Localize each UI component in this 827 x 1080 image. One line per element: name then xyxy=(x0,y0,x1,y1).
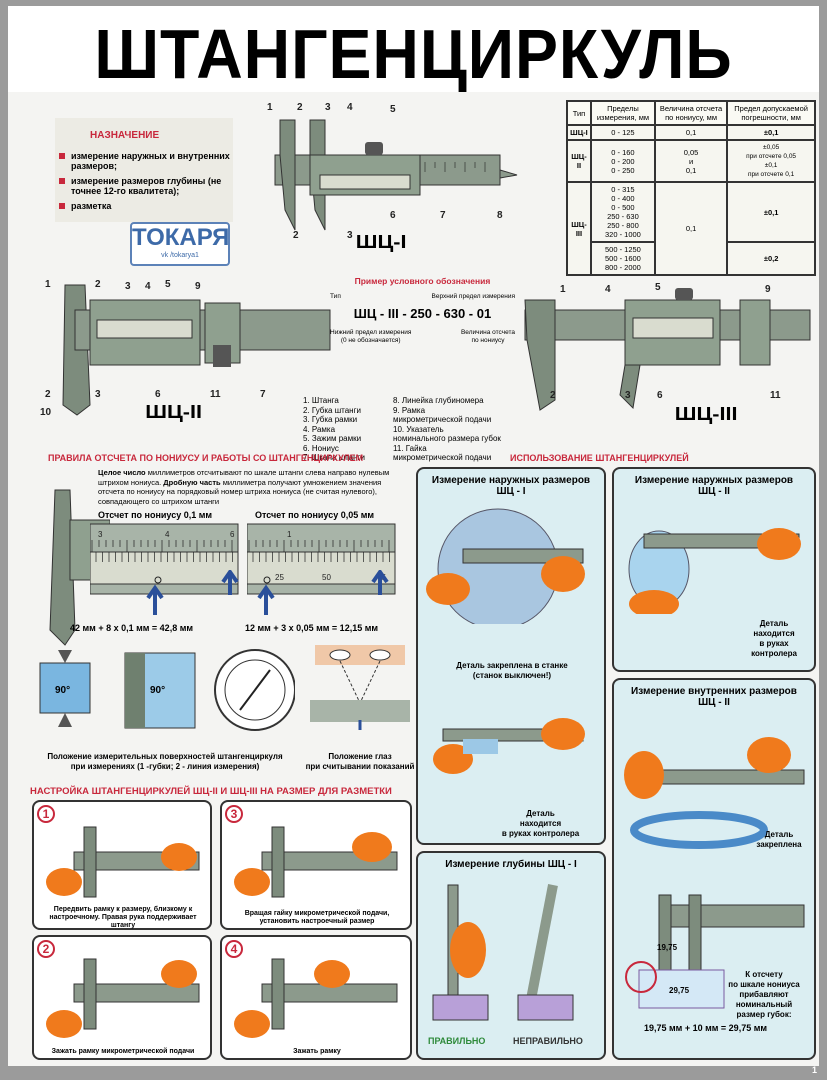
svg-text:4: 4 xyxy=(165,530,170,539)
panel-outer-sc2: Измерение наружных размеров ШЦ - II Дета… xyxy=(612,467,816,672)
svg-text:3: 3 xyxy=(98,530,103,539)
setup-step-1: 1 Передвить рамку к размеру, близкому к … xyxy=(32,800,212,930)
svg-text:3: 3 xyxy=(325,102,331,113)
svg-text:9: 9 xyxy=(195,281,201,292)
svg-text:5: 5 xyxy=(390,104,396,115)
svg-text:29,75: 29,75 xyxy=(669,986,690,995)
label-sc3: ШЦ-III xyxy=(674,404,738,424)
panel-inner-sc2: Измерение внутренних размеров ШЦ - II Де… xyxy=(612,678,816,1060)
caliper-sc3-drawing: 1 4 5 9 2 3 6 11 xyxy=(524,282,811,411)
svg-text:90°: 90° xyxy=(150,685,165,696)
svg-text:6: 6 xyxy=(155,389,161,400)
svg-text:1: 1 xyxy=(560,284,566,295)
svg-text:11: 11 xyxy=(770,390,781,401)
svg-text:19,75: 19,75 xyxy=(657,943,678,952)
svg-text:90°: 90° xyxy=(55,685,70,696)
svg-text:8: 8 xyxy=(497,210,503,221)
depth-wrong-label: НЕПРАВИЛЬНО xyxy=(513,1036,583,1046)
svg-text:5: 5 xyxy=(165,279,171,290)
caliper-sc2-drawing: 1 2 3 4 5 9 2 3 6 11 7 10 xyxy=(40,279,331,418)
scale1-title: Отсчет по нониусу 0,1 мм xyxy=(98,510,213,520)
label-sc1: ШЦ-I xyxy=(355,232,407,252)
scale2-title: Отсчет по нониусу 0,05 мм xyxy=(255,510,375,520)
svg-text:7: 7 xyxy=(260,389,266,400)
label-sc2: ШЦ-II xyxy=(145,402,202,422)
panel-outer-sc1: Измерение наружных размеров ШЦ - I Детал… xyxy=(416,467,606,845)
purpose-box: НАЗНАЧЕНИЕ измерение наружных и внутренн… xyxy=(55,118,233,222)
svg-text:6: 6 xyxy=(230,530,235,539)
svg-text:1: 1 xyxy=(287,530,292,539)
svg-text:3: 3 xyxy=(125,281,131,292)
poster-title: ШТАНГЕНЦИРКУЛЬ xyxy=(94,15,733,93)
svg-text:3: 3 xyxy=(625,390,631,401)
purpose-item: разметка xyxy=(59,201,233,211)
svg-text:5: 5 xyxy=(655,282,661,293)
purpose-item: измерение наружных и внутренних размеров… xyxy=(59,151,233,171)
svg-text:2: 2 xyxy=(45,389,51,400)
svg-text:1: 1 xyxy=(45,279,51,290)
formula-01: 42 мм + 8 х 0,1 мм = 42,8 мм xyxy=(70,623,194,633)
setup-heading: НАСТРОЙКА ШТАНГЕНЦИРКУЛЕЙ ШЦ-II И ШЦ-III… xyxy=(30,786,392,797)
rules-heading: ПРАВИЛА ОТСЧЕТА ПО НОНИУСУ И РАБОТЫ СО Ш… xyxy=(48,453,364,463)
svg-text:3: 3 xyxy=(347,230,353,241)
svg-text:6: 6 xyxy=(657,390,663,401)
svg-text:10: 10 xyxy=(40,407,52,418)
svg-text:2: 2 xyxy=(550,390,556,401)
svg-text:4: 4 xyxy=(145,281,151,292)
svg-text:6: 6 xyxy=(390,210,396,221)
svg-text:4: 4 xyxy=(605,284,611,295)
rules-text: Целое число миллиметров отсчитывают по ш… xyxy=(98,468,390,506)
purpose-item: измерение размеров глубины (не точнее 12… xyxy=(59,176,233,196)
svg-text:4: 4 xyxy=(347,102,353,113)
eye-caption: Положение глаз при считывании показаний xyxy=(305,752,415,771)
svg-text:25: 25 xyxy=(275,573,284,582)
usage-heading: ИСПОЛЬЗОВАНИЕ ШТАНГЕНЦИРКУЛЕЙ xyxy=(510,453,689,463)
svg-text:3: 3 xyxy=(95,389,101,400)
svg-text:11: 11 xyxy=(210,389,221,400)
depth-right-label: ПРАВИЛЬНО xyxy=(428,1036,486,1046)
svg-text:2: 2 xyxy=(293,230,299,241)
svg-text:7: 7 xyxy=(440,210,446,221)
eye-position-drawing xyxy=(310,645,410,730)
inner-formula: 19,75 мм + 10 мм = 29,75 мм xyxy=(644,1023,768,1033)
title-bar: ШТАНГЕНЦИРКУЛЬ xyxy=(8,6,819,93)
setup-step-2: 2 Зажать рамку микрометрической подачи xyxy=(32,935,212,1060)
pointer-arrows xyxy=(146,570,389,615)
svg-text:50: 50 xyxy=(322,573,331,582)
purpose-heading: НАЗНАЧЕНИЕ xyxy=(90,130,160,141)
svg-text:9: 9 xyxy=(765,284,771,295)
setup-step-4: 4 Зажать рамку xyxy=(220,935,412,1060)
caliper-sc1-drawing: 1 2 3 4 5 2 3 6 7 8 xyxy=(267,102,518,241)
formula-005: 12 мм + 3 х 0,05 мм = 12,15 мм xyxy=(245,623,379,633)
svg-text:1: 1 xyxy=(267,102,273,113)
page-number: 1 xyxy=(812,1065,818,1075)
stamp-logo: ТОКАРЯ vk /tokarya1 xyxy=(130,222,230,266)
setup-step-3: 3 Вращая гайку микрометрической подачи, … xyxy=(220,800,412,930)
surfaces-caption: Положение измерительных поверхностей шта… xyxy=(47,752,283,771)
vernier-scale-01: 3 4 6 xyxy=(90,523,239,595)
svg-text:2: 2 xyxy=(297,102,303,113)
measuring-surfaces-drawings: 90° 90° xyxy=(39,649,295,731)
svg-text:2: 2 xyxy=(95,279,101,290)
table-row: 500 - 1250 500 - 1600 800 - 2000±0,2 xyxy=(567,241,816,276)
panel-depth-sc1: Измерение глубины ШЦ - I ПРАВИЛЬНО НЕПРА… xyxy=(416,851,606,1060)
